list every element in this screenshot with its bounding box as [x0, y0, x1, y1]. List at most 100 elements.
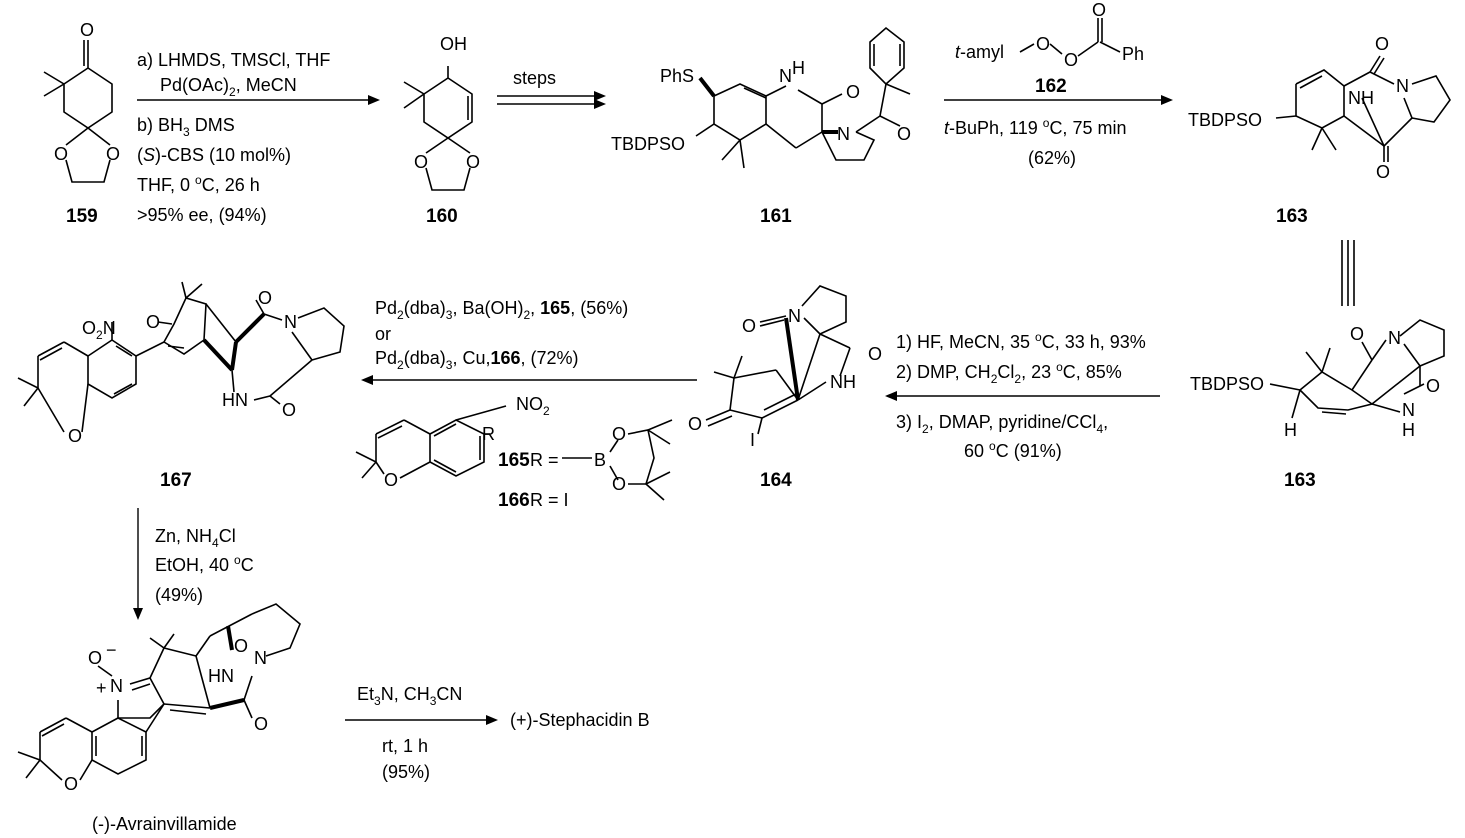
compound-label-163: 163 [1284, 470, 1316, 491]
compound-label-161: 161 [760, 206, 792, 227]
compound-label-165: 165 [498, 450, 530, 471]
sub: 3 [446, 358, 453, 372]
atom-i: I [750, 430, 755, 450]
atom-o: O [868, 344, 882, 364]
step1-b2a: ( [137, 145, 143, 165]
atom-n: N [779, 66, 792, 86]
svg-text:THF, 0 oC, 26 h: THF, 0 oC, 26 h [137, 173, 260, 195]
atom-o: O [1376, 162, 1390, 182]
s5-l1bold: 165 [540, 298, 570, 318]
step1-line-b4: >95% ee, (94%) [137, 205, 267, 225]
arrowhead [885, 391, 897, 401]
atom-o: O [384, 470, 398, 490]
atom-minus: − [106, 640, 117, 660]
s5-l2bold: 166 [490, 348, 520, 368]
sup: o [989, 439, 996, 453]
s4-l2d: C, 85% [1063, 362, 1122, 382]
step1-line-a1: a) LHMDS, TMSCl, THF [137, 50, 330, 70]
arrowhead [486, 715, 498, 725]
atom-nh: H [792, 58, 805, 78]
svg-text:Zn, NH4Cl: Zn, NH4Cl [155, 526, 236, 550]
atom-o: O [897, 124, 911, 144]
sup: o [1056, 360, 1063, 374]
atom-nh: NH [1348, 88, 1374, 108]
compound-label-160: 160 [426, 206, 458, 227]
atom-o: O [80, 20, 94, 40]
atom-o: O [68, 426, 82, 446]
atom-o: O [1064, 50, 1078, 70]
r166-text: R = I [530, 490, 569, 510]
product-stephacidin-b: (+)-Stephacidin B [510, 710, 650, 730]
atom-o: O [688, 414, 702, 434]
atom-o: O [414, 152, 428, 172]
atom-n: N [284, 312, 297, 332]
svg-text:60 oC (91%): 60 oC (91%) [964, 439, 1062, 461]
sub: 2 [397, 358, 404, 372]
s4-l4b: C (91%) [996, 441, 1062, 461]
atom-no2: O2N [82, 318, 116, 342]
s4-l2b: Cl [997, 362, 1014, 382]
sub: 4 [1096, 422, 1103, 436]
s5-l2a: Pd [375, 348, 397, 368]
s5-l1d: , [530, 298, 540, 318]
structure-avrainvillamide: O − + N HN O N O O [17, 603, 301, 834]
step1-b2b: )-CBS (10 mol%) [155, 145, 291, 165]
s4-l1b: C, 33 h, 93% [1042, 332, 1146, 352]
atom-n: N [254, 648, 267, 668]
arrowhead [594, 99, 606, 109]
step1-b2i: S [143, 145, 155, 165]
sub: 3 [430, 694, 437, 708]
structure-160: OH O O 160 [403, 34, 480, 227]
arrowhead [1161, 95, 1173, 105]
atom-o: O [1350, 324, 1364, 344]
atom-phs: PhS [660, 66, 694, 86]
sub: 2 [229, 85, 236, 99]
svg-text:b) BH3 DMS: b) BH3 DMS [137, 115, 235, 139]
atom-o: O [1375, 34, 1389, 54]
s6-l1a: Zn, NH [155, 526, 212, 546]
sub: 2 [523, 308, 530, 322]
atom-nh: N [1402, 400, 1415, 420]
step3-l2b: -BuPh, 119 [949, 118, 1043, 138]
compound-label-162: 162 [1035, 76, 1067, 97]
atom-o: O [234, 636, 248, 656]
step5-conditions: Pd2(dba)3, Ba(OH)2, 165, (56%) or Pd2(db… [355, 298, 697, 511]
s6-l2b: C [241, 555, 254, 575]
s7-l2: rt, 1 h [382, 736, 428, 756]
svg-text:1) HF, MeCN, 35 oC, 33 h, 93%: 1) HF, MeCN, 35 oC, 33 h, 93% [896, 330, 1146, 352]
s7-l1b: N, CH [381, 684, 430, 704]
atom-o: O [612, 474, 626, 494]
step1-a2end: , MeCN [236, 75, 297, 95]
sub: 2 [397, 308, 404, 322]
s6-l2a: EtOH, 40 [155, 555, 234, 575]
step1-a2: Pd(OAc) [160, 75, 229, 95]
atom-oh: OH [440, 34, 467, 54]
svg-text:3) I2, DMAP, pyridine/CCl4,: 3) I2, DMAP, pyridine/CCl4, [896, 412, 1108, 436]
compound-label-166: 166 [498, 490, 530, 511]
atom-o: O [1036, 34, 1050, 54]
sub: 4 [212, 536, 219, 550]
sup: o [234, 553, 241, 567]
atom-o: O [88, 648, 102, 668]
s4-l3a: 3) I [896, 412, 922, 432]
step6-conditions: Zn, NH4Cl EtOH, 40 oC (49%) [133, 508, 254, 620]
sup: o [1035, 330, 1042, 344]
atom-o: O [1426, 376, 1440, 396]
atom-o: O [612, 424, 626, 444]
s5-l2c: , Cu, [452, 348, 490, 368]
s4-l4a: 60 [964, 441, 989, 461]
step1-b1a: b) BH [137, 115, 183, 135]
svg-text:Pd2(dba)3, Ba(OH)2, 165, (56%): Pd2(dba)3, Ba(OH)2, 165, (56%) [375, 298, 628, 322]
structure-167: O2N O O N HN O O 167 [17, 281, 345, 491]
svg-text:2) DMP, CH2Cl2, 23 oC, 85%: 2) DMP, CH2Cl2, 23 oC, 85% [896, 360, 1122, 386]
atom-n: N [1388, 328, 1401, 348]
atom-no2: NO2 [516, 394, 550, 418]
svg-text:(S)-CBS (10 mol%): (S)-CBS (10 mol%) [137, 145, 291, 165]
atom-o: O [106, 144, 120, 164]
atom-o: O [282, 400, 296, 420]
equivalence-symbol [1341, 240, 1355, 306]
s4-l2a: 2) DMP, CH [896, 362, 991, 382]
s5-l2d: , (72%) [521, 348, 579, 368]
atom-b: B [594, 450, 606, 470]
